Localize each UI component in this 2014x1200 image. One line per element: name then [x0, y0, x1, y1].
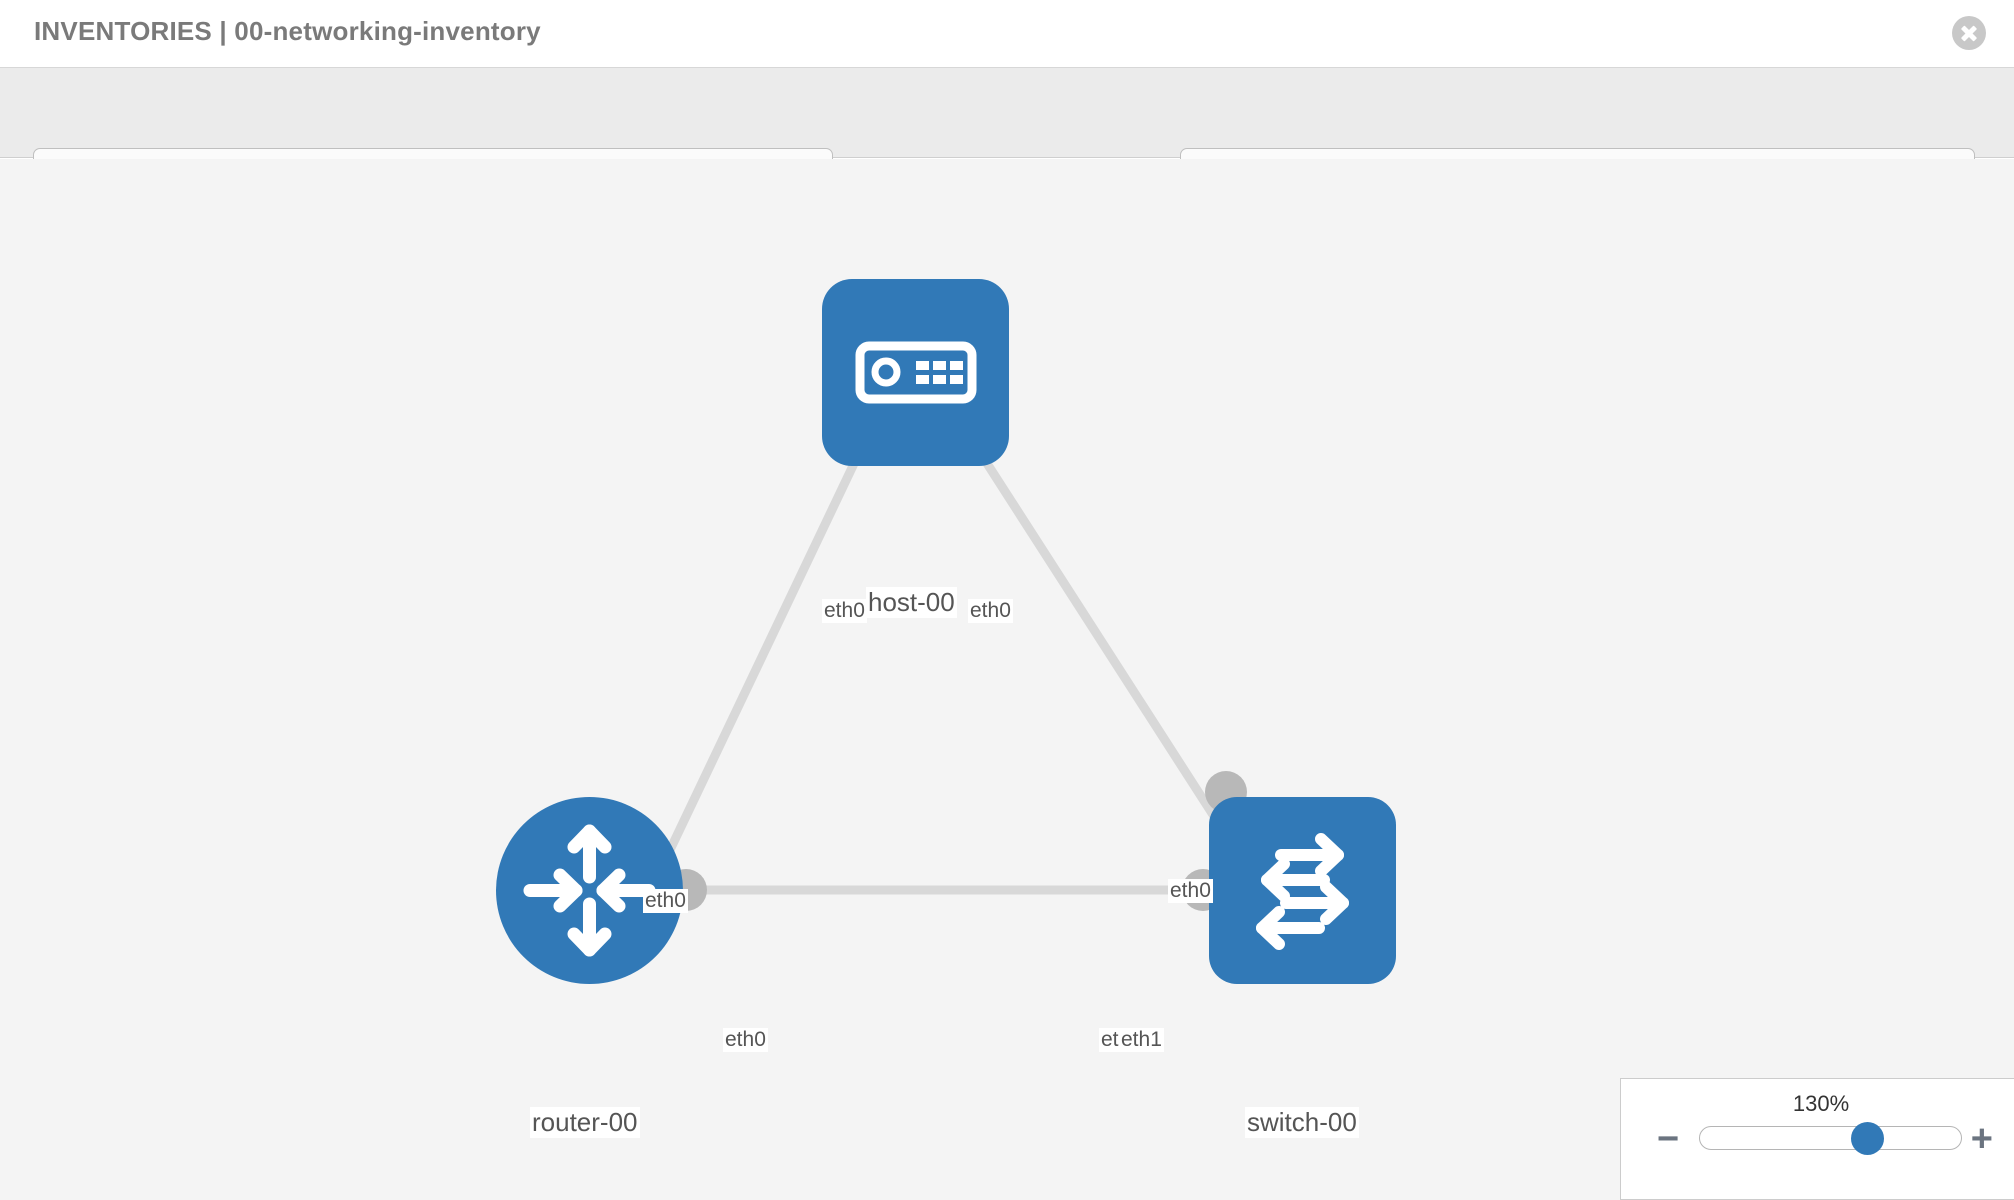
node-label-switch-00: switch-00 — [1245, 1107, 1359, 1138]
page-title: INVENTORIES | 00-networking-inventory — [34, 16, 541, 46]
iface-label-router00-eth0-up: eth0 — [643, 889, 688, 913]
zoom-in-button[interactable]: + — [1970, 1118, 1993, 1160]
server-icon — [855, 341, 977, 404]
zoom-control-panel: 130% − + — [1620, 1078, 2014, 1200]
iface-label-switch00-eth1: eth1 — [1119, 1028, 1164, 1052]
zoom-level-label: 130% — [1792, 1091, 1850, 1116]
topology-canvas[interactable]: host-00 router — [0, 159, 2014, 1200]
node-label-router-00: router-00 — [530, 1107, 640, 1138]
node-host-00[interactable] — [822, 279, 1009, 466]
node-switch-00-shape[interactable] — [1209, 797, 1396, 984]
zoom-slider[interactable] — [1699, 1122, 1962, 1155]
iface-label-router00-eth0-right: eth0 — [723, 1028, 768, 1052]
node-label-host-00: host-00 — [866, 587, 957, 618]
iface-label-switch00-eth0: eth0 — [1168, 879, 1213, 903]
link-host00-router00 — [655, 407, 885, 873]
node-host-00-shape[interactable] — [822, 279, 1009, 466]
page-header: INVENTORIES | 00-networking-inventory — [0, 0, 2014, 68]
zoom-slider-thumb[interactable] — [1851, 1122, 1885, 1155]
zoom-out-button[interactable]: − — [1657, 1118, 1680, 1160]
link-host00-switch00 — [948, 406, 1239, 852]
iface-label-host00-eth0-right: eth0 — [968, 599, 1013, 623]
close-icon[interactable] — [1952, 16, 1986, 50]
topology-links — [655, 406, 1239, 895]
router-arrows-icon — [523, 824, 656, 957]
iface-label-host00-eth0-left: eth0 — [822, 599, 867, 623]
toolbar: ACTIONS SEARCH — [0, 68, 2014, 200]
node-switch-00[interactable] — [1209, 797, 1396, 984]
switch-arrows-icon — [1256, 833, 1349, 950]
